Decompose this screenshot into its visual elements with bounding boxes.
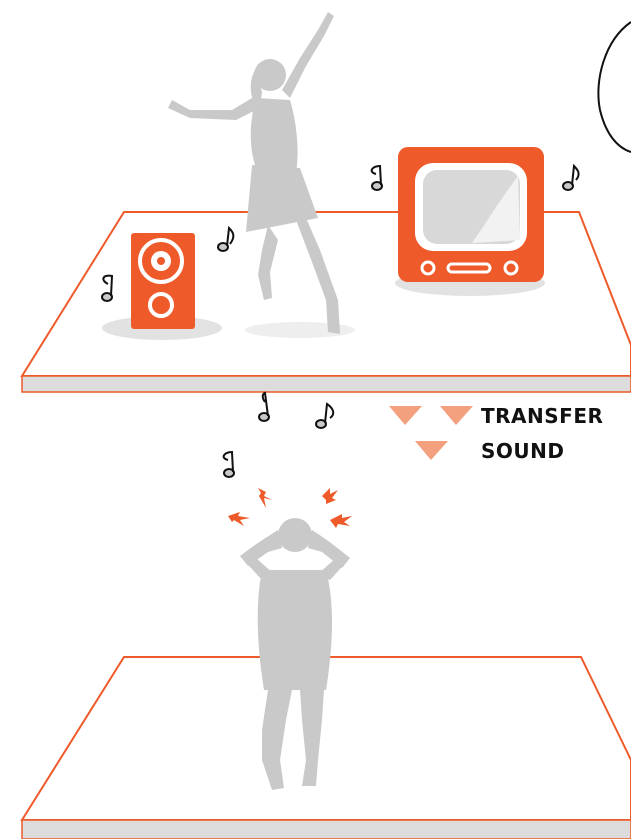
music-note-icon [224,452,234,477]
music-note-icon [316,404,333,428]
label-transfer: TRANSFER [481,405,603,427]
label-sound: SOUND [481,440,565,462]
music-note-icon [372,166,382,190]
corner-circle-fragment [598,22,631,152]
down-arrow-icon [389,406,473,460]
music-note-icon [259,393,269,421]
speaker-icon [131,233,195,329]
upper-floor-slab [22,376,631,392]
television-icon [398,147,544,282]
lower-floor-slab [22,820,631,839]
music-note-icon [563,166,579,190]
